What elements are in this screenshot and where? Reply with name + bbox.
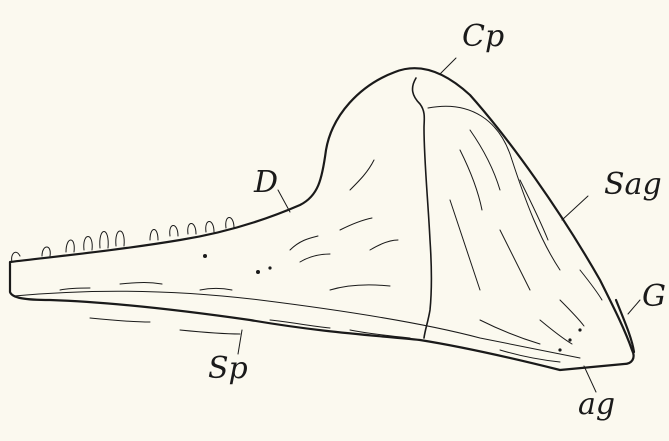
leader-d <box>278 190 290 212</box>
label-g: G <box>642 282 666 312</box>
coronoid-suture <box>413 78 432 338</box>
label-ag: ag <box>578 390 615 420</box>
leader-lines <box>238 58 640 392</box>
teeth-row <box>12 218 234 263</box>
leader-g <box>628 300 640 314</box>
articular-rim <box>616 300 634 352</box>
label-sag: Sag <box>604 170 662 200</box>
label-sp: Sp <box>208 354 248 384</box>
leader-cp <box>440 58 456 74</box>
label-cp: Cp <box>462 22 504 52</box>
coronoid-suture-inner <box>428 106 560 270</box>
leader-sag <box>562 196 588 220</box>
label-d: D <box>254 168 278 198</box>
splenial-upper-border <box>14 291 580 358</box>
jaw-outline <box>10 68 634 370</box>
